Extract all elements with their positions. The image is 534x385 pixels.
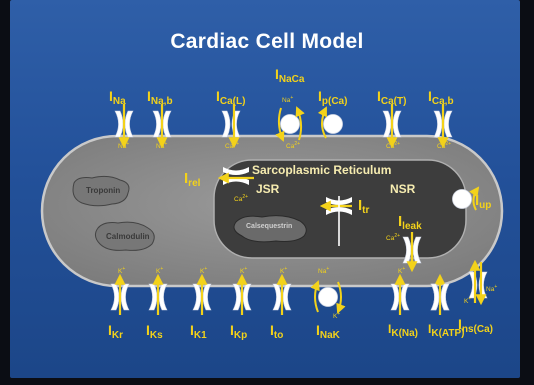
- bottom-channel-3-right: [203, 284, 211, 310]
- ion-bottom-7: K+: [398, 266, 405, 275]
- ion-top-7: Ca2+: [437, 141, 451, 150]
- ion-bottom-5: K+: [280, 266, 287, 275]
- top-pump-4: [281, 115, 300, 134]
- ion-top-6: Ca2+: [386, 141, 400, 150]
- sr-label: Sarcoplasmic Reticulum: [252, 163, 391, 177]
- top-channel-1-left: [115, 111, 123, 137]
- bottom-channel-5-left: [273, 284, 281, 310]
- bottom-channel-4-left: [233, 284, 241, 310]
- current-label-kr: IKr: [108, 322, 123, 341]
- top-channel-3-left: [222, 111, 230, 137]
- current-label-na: INa: [109, 88, 126, 107]
- ion-bottom-2: K+: [156, 266, 163, 275]
- ion-bottom-4: K+: [240, 266, 247, 275]
- bottom-channel-3-left: [193, 284, 201, 310]
- top-pump-5: [324, 115, 343, 134]
- current-label-cal: ICa(L): [216, 88, 245, 107]
- current-label-rel: Irel: [184, 170, 200, 189]
- current-label-to: Ito: [270, 322, 283, 341]
- current-label-nab: INa,b: [147, 88, 173, 107]
- current-label-cab: ICa,b: [428, 88, 454, 107]
- current-label-naca: INaCa: [275, 66, 304, 85]
- top-channel-6-right: [393, 111, 401, 137]
- bottom-channel-4-right: [243, 284, 251, 310]
- current-label-cat: ICa(T): [377, 88, 406, 107]
- calsequestrin-label: Calsequestrin: [246, 223, 292, 230]
- top-channel-7-right: [444, 111, 452, 137]
- current-label-k1: IK1: [190, 322, 207, 341]
- current-label-pca: Ip(Ca): [318, 88, 347, 107]
- top-channel-2-left: [153, 111, 161, 137]
- ion-nsca-k: K+: [464, 296, 471, 305]
- diagram-title: Cardiac Cell Model: [0, 30, 534, 54]
- jsr-label: JSR: [256, 182, 279, 196]
- current-label-up: Iup: [475, 192, 491, 211]
- bottom-channel-katp-extra-left: [431, 284, 439, 310]
- current-label-leak: Ileak: [398, 213, 422, 232]
- bottom-channel-7-left: [391, 284, 399, 310]
- bottom-channel-2-left: [149, 284, 157, 310]
- ion-leak: Ca2+: [386, 233, 400, 242]
- top-channel-2-right: [163, 111, 171, 137]
- calmodulin-label: Calmodulin: [106, 232, 150, 241]
- current-label-nak: INaK: [316, 322, 340, 341]
- top-channel-6-left: [383, 111, 391, 137]
- ion-top-4-a: Na+: [282, 95, 293, 104]
- troponin-label: Troponin: [86, 186, 120, 195]
- bottom-channel-katp-extra-right: [441, 284, 449, 310]
- ion-rel: Ca2+: [234, 194, 248, 203]
- current-label-ks: IKs: [146, 322, 163, 341]
- current-label-tr: Itr: [358, 197, 369, 216]
- bottom-channel-1-left: [111, 284, 119, 310]
- ion-nak-k: K+: [333, 311, 340, 320]
- ion-nak-na: Na+: [318, 266, 329, 275]
- ion-top-3: Ca2+: [225, 141, 239, 150]
- ion-top-4-b: Ca2+: [286, 141, 300, 150]
- ion-bottom-3: K+: [200, 266, 207, 275]
- ion-bottom-1: K+: [118, 266, 125, 275]
- top-channel-7-left: [434, 111, 442, 137]
- bottom-channel-7-right: [401, 284, 409, 310]
- ion-top-2: Na+: [156, 141, 167, 150]
- top-channel-1-right: [125, 111, 133, 137]
- bottom-channel-5-right: [283, 284, 291, 310]
- ion-top-1: Na+: [118, 141, 129, 150]
- bottom-channel-2-right: [159, 284, 167, 310]
- bottom-pump-nak: [319, 288, 338, 307]
- up-pump: [453, 190, 472, 209]
- current-label-nsca: Ins(Ca): [458, 316, 493, 335]
- nsr-label: NSR: [390, 182, 415, 196]
- bottom-channel-1-right: [121, 284, 129, 310]
- ion-nsca-na: Na+: [486, 284, 497, 293]
- current-label-kna: IK(Na): [388, 322, 418, 339]
- current-label-kp: IKp: [230, 322, 247, 341]
